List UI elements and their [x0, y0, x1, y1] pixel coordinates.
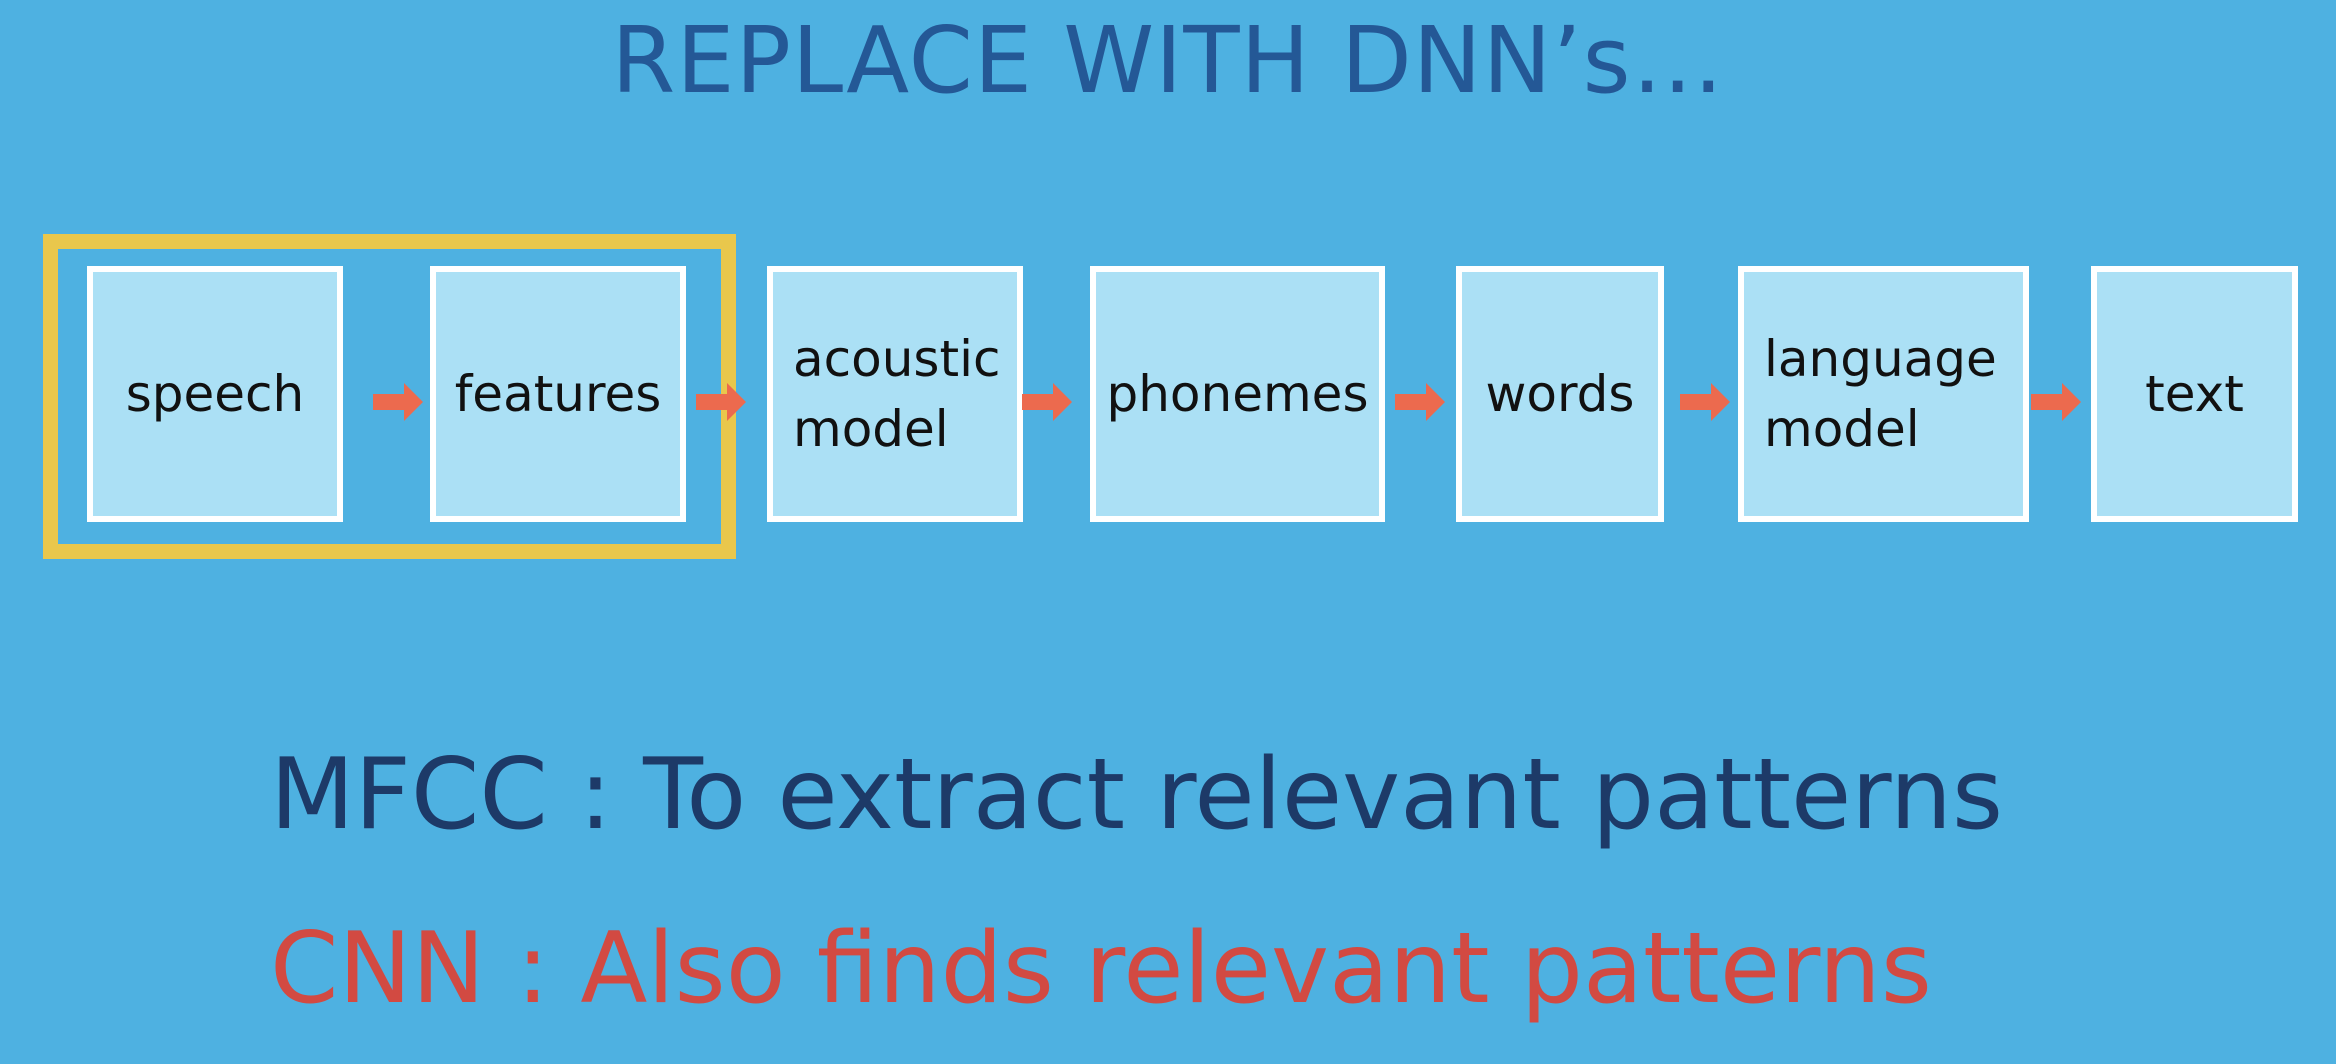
stage-box-acoustic-model: acoustic model [767, 266, 1023, 522]
stage-label-model: model [793, 400, 949, 458]
caption-mfcc: MFCC : To extract relevant patterns [270, 738, 2004, 852]
arrow-icon [1395, 383, 1445, 421]
stage-label-model: model [1764, 400, 1920, 458]
stage-box-features: features [430, 266, 686, 522]
highlight-frame [43, 234, 736, 559]
arrow-icon [1022, 383, 1072, 421]
stage-label-words: words [1485, 365, 1635, 423]
stage-box-phonemes: phonemes [1090, 266, 1385, 522]
stage-box-speech: speech [87, 266, 343, 522]
stage-box-language-model: language model [1738, 266, 2029, 522]
slide-title: REPLACE WITH DNN’s… [611, 7, 1725, 114]
stage-box-words: words [1456, 266, 1664, 522]
stage-label-language: language [1764, 330, 1997, 388]
stage-label-acoustic: acoustic [793, 330, 1001, 388]
arrow-icon [2031, 383, 2081, 421]
stage-box-text: text [2091, 266, 2298, 522]
stage-label-text: text [2145, 365, 2244, 423]
arrow-icon [1680, 383, 1730, 421]
stage-label-speech: speech [125, 365, 305, 423]
stage-label-phonemes: phonemes [1106, 365, 1369, 423]
caption-cnn: CNN : Also finds relevant patterns [270, 912, 1932, 1026]
stage-label-features: features [454, 365, 662, 423]
